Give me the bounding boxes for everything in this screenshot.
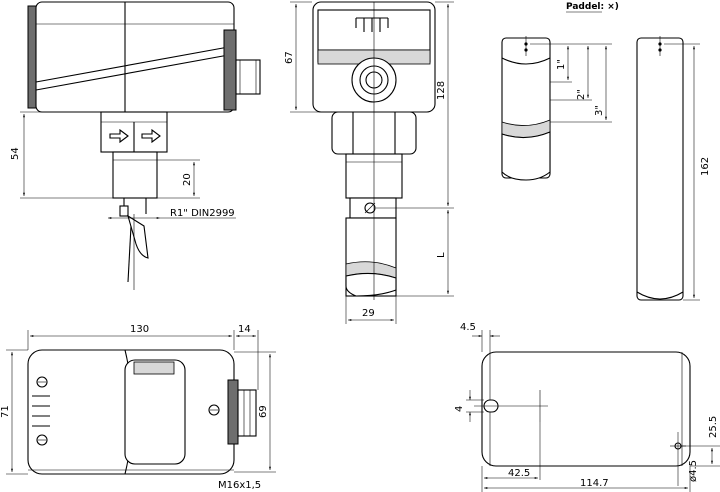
screw-top	[36, 376, 48, 388]
dim-54: 54	[10, 147, 21, 160]
dim-67: 67	[284, 51, 295, 64]
dim-3in: 3"	[594, 105, 605, 116]
paddel-label: Paddel: ×)	[566, 2, 619, 12]
dim-162: 162	[700, 157, 711, 176]
dim-42-5: 42.5	[508, 468, 530, 479]
dim-71: 71	[0, 405, 11, 418]
mounting-view: 4.5 4 25.5 ø4.5 42.5 114.7	[454, 322, 720, 492]
front-view: 67 128 L 29	[284, 1, 454, 324]
dim-L: L	[436, 252, 447, 258]
dim-29: 29	[362, 308, 375, 319]
paddle-view: Paddel: ×) 1" 2" 3" 162	[501, 2, 711, 301]
dim-69: 69	[258, 405, 269, 418]
side-view: 54 20 R1" DIN2999	[10, 1, 261, 290]
dim-25-5: 25.5	[708, 416, 719, 438]
dim-14: 14	[238, 324, 251, 335]
dim-4-5-top: 4.5	[460, 322, 476, 333]
top-view: 130 14 71 69 M16x1,5	[0, 324, 276, 491]
dim-128: 128	[436, 81, 447, 100]
thread-spec: R1" DIN2999	[170, 208, 235, 219]
cable-gland-label: M16x1,5	[218, 480, 261, 491]
dim-1in: 1"	[556, 59, 567, 70]
dim-20: 20	[182, 173, 193, 186]
dim-130: 130	[130, 324, 149, 335]
dim-114-7: 114.7	[580, 478, 609, 489]
dim-2in: 2"	[576, 89, 587, 100]
screw-bottom	[36, 434, 48, 446]
screw-right	[208, 404, 220, 416]
dim-phi4-5: ø4.5	[688, 460, 699, 482]
dim-4: 4	[454, 406, 465, 412]
